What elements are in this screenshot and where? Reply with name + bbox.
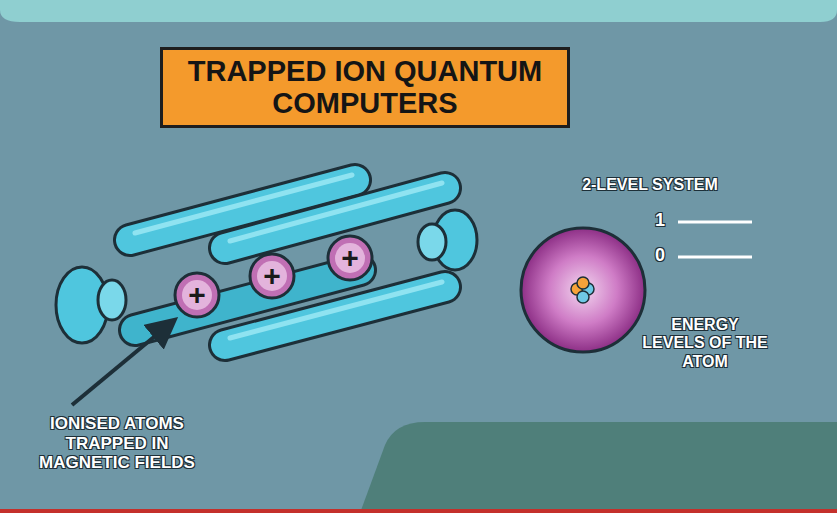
charge-sign: +: [325, 233, 375, 283]
charge-sign: +: [172, 270, 222, 320]
leader-arrow: [72, 322, 172, 405]
atom: [521, 228, 645, 352]
ion: +: [172, 270, 222, 320]
level-number: 1: [648, 210, 672, 231]
trap-caption: IONISED ATOMS TRAPPED IN MAGNETIC FIELDS: [22, 414, 212, 473]
ion: +: [325, 233, 375, 283]
energy-level: [678, 221, 752, 224]
energy-level: [678, 256, 752, 259]
progress-bar: [0, 509, 837, 513]
ion-trap: [56, 175, 477, 345]
title-banner: TRAPPED ION QUANTUM COMPUTERS: [160, 47, 570, 128]
top-band: [0, 0, 837, 22]
level-number: 0: [648, 245, 672, 266]
charge-sign: +: [247, 251, 297, 301]
atom-caption: ENERGY LEVELS OF THE ATOM: [640, 316, 770, 371]
ion: +: [247, 251, 297, 301]
bottom-panel: [360, 422, 837, 513]
system-label: 2-LEVEL SYSTEM: [560, 176, 740, 194]
